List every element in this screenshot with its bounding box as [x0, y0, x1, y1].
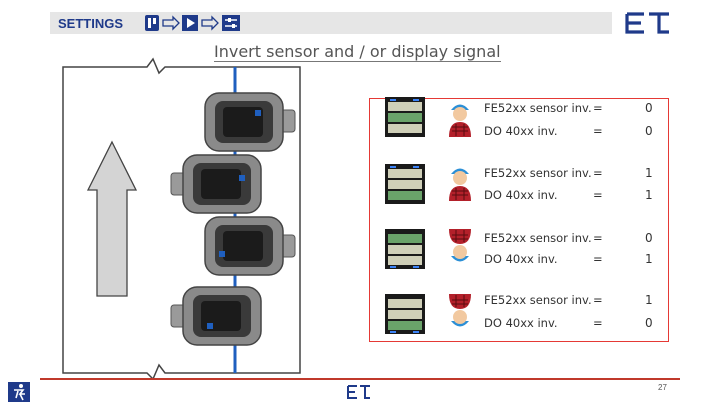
equals-sign: = — [593, 188, 603, 202]
sensor-inv-value: 1 — [645, 293, 653, 307]
footer-brand-logo — [347, 385, 370, 399]
arrow-right-icon — [201, 15, 219, 31]
play-icon — [182, 15, 198, 31]
sensor-line-illustration — [62, 57, 301, 380]
equals-sign: = — [593, 231, 603, 245]
display-thumbnail — [385, 294, 425, 334]
display-inv-label: DO 40xx inv. — [484, 124, 558, 138]
page-number: 27 — [658, 383, 667, 392]
display-inv-label: DO 40xx inv. — [484, 252, 558, 266]
header-bar — [50, 12, 612, 34]
display-thumbnail — [385, 229, 425, 269]
display-inv-value: 1 — [645, 252, 653, 266]
sensor-inv-value: 0 — [645, 101, 653, 115]
display-thumbnail — [385, 164, 425, 204]
conveyor-frame — [62, 57, 301, 380]
equals-sign: = — [593, 166, 603, 180]
person-helmet-icon — [449, 104, 471, 137]
display-inv-label: DO 40xx inv. — [484, 188, 558, 202]
display-inv-value: 0 — [645, 124, 653, 138]
slide-subtitle: Invert sensor and / or display signal — [214, 42, 501, 62]
person-upside-down-icon — [449, 294, 471, 327]
display-inv-value: 0 — [645, 316, 653, 330]
equals-sign: = — [593, 293, 603, 307]
equals-sign: = — [593, 124, 603, 138]
brand-logo — [625, 12, 669, 34]
display-thumbnail — [385, 97, 425, 137]
sensor-inv-label: FE52xx sensor inv. — [484, 101, 592, 115]
sensor-inv-label: FE52xx sensor inv. — [484, 231, 592, 245]
accessibility-icon — [8, 382, 30, 402]
equals-sign: = — [593, 316, 603, 330]
sensor-device — [204, 92, 296, 152]
sensor-device — [170, 154, 262, 214]
display-inv-label: DO 40xx inv. — [484, 316, 558, 330]
device-icon — [145, 15, 159, 31]
sensor-device — [204, 216, 296, 276]
footer-divider — [40, 378, 680, 380]
sensor-inv-value: 1 — [645, 166, 653, 180]
sensor-device — [170, 286, 262, 346]
arrow-right-icon — [162, 15, 180, 31]
sensor-inv-label: FE52xx sensor inv. — [484, 293, 592, 307]
page-title: SETTINGS — [58, 16, 124, 31]
sensor-inv-value: 0 — [645, 231, 653, 245]
settings-table-frame — [369, 98, 669, 342]
flow-icons — [145, 15, 240, 31]
equals-sign: = — [593, 101, 603, 115]
equals-sign: = — [593, 252, 603, 266]
person-helmet-icon — [449, 168, 471, 201]
sensor-inv-label: FE52xx sensor inv. — [484, 166, 592, 180]
direction-arrow-icon — [86, 140, 138, 297]
person-upside-down-icon — [449, 229, 471, 262]
display-inv-value: 1 — [645, 188, 653, 202]
settings-panel-icon — [222, 15, 240, 31]
